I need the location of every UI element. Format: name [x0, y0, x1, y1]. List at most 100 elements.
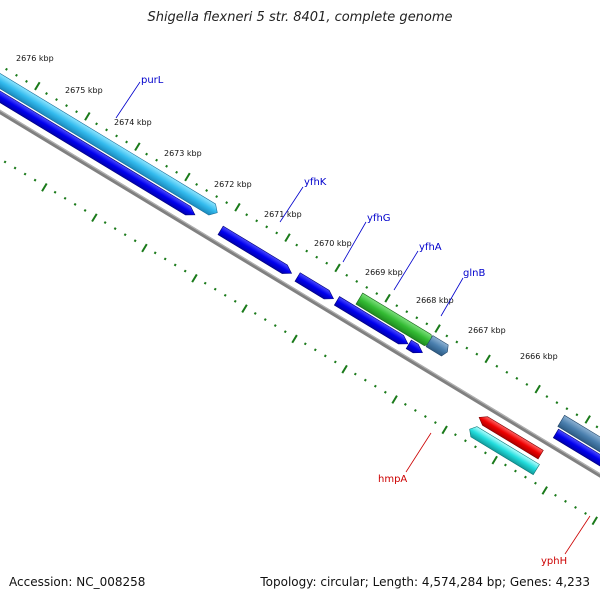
tick-minor: [83, 208, 87, 212]
tick-minor: [453, 433, 457, 437]
tick-minor: [195, 182, 199, 186]
gene-label-leaders: [115, 81, 591, 555]
tick-minor: [463, 439, 467, 443]
tick-minor: [13, 166, 17, 170]
tick-minor: [275, 231, 279, 235]
tick-minor: [375, 292, 379, 295]
tick-minor: [495, 364, 499, 368]
tick-minor: [125, 140, 128, 144]
tick-minor: [145, 152, 149, 156]
tick-minor: [265, 225, 269, 229]
tick-major: [41, 183, 48, 192]
tick-minor: [405, 310, 409, 314]
tick-minor: [115, 134, 118, 138]
map-title: Shigella flexneri 5 str. 8401, complete …: [147, 10, 453, 25]
tick-minor: [33, 178, 37, 182]
tick-minor: [403, 402, 407, 406]
gene-yfhG[interactable]: [294, 272, 336, 303]
tick-minor: [263, 318, 267, 321]
gene-yfhK[interactable]: [217, 225, 294, 278]
kbp-label: 2676 kbp: [16, 54, 54, 63]
tick-minor: [153, 251, 157, 255]
kbp-label: 2671 kbp: [264, 210, 302, 219]
kbp-label: 2670 kbp: [314, 239, 352, 248]
tick-minor: [105, 128, 108, 132]
tick-minor: [25, 79, 28, 83]
tick-major: [484, 354, 491, 364]
tick-minor: [415, 316, 419, 320]
kbp-label: 2674 kbp: [114, 118, 152, 127]
gene-labels: purL yfhK yfhG yfhA glnB hmpA yphH: [141, 75, 567, 567]
gene-label-hmpA[interactable]: hmpA: [378, 474, 407, 485]
tick-minor: [225, 201, 229, 205]
tick-minor: [213, 287, 217, 291]
tick-minor: [584, 512, 587, 515]
gene-label-yfhA[interactable]: yfhA: [419, 242, 442, 253]
kbp-label: 2672 kbp: [214, 180, 252, 189]
tick-minor: [155, 158, 159, 162]
tick-minor: [554, 493, 557, 497]
gene-blue-2666[interactable]: [552, 428, 600, 474]
tick-minor: [595, 425, 599, 429]
tick-minor: [455, 340, 459, 344]
tick-minor: [313, 348, 317, 352]
gene-label-yphH[interactable]: yphH: [541, 556, 567, 567]
tick-minor: [353, 372, 357, 376]
gene-hmpA-partner[interactable]: [477, 413, 544, 460]
tick-minor: [173, 263, 177, 267]
tick-major: [184, 172, 191, 182]
tick-major: [284, 233, 291, 242]
gene-purL[interactable]: [0, 73, 221, 218]
kbp-label: 2675 kbp: [65, 86, 103, 95]
tick-minor: [75, 110, 78, 114]
tick-row-inner: [3, 160, 598, 526]
tick-minor: [55, 98, 58, 102]
tick-major: [541, 486, 548, 495]
tick-minor: [565, 407, 569, 411]
tick-minor: [163, 257, 167, 261]
tick-major: [141, 243, 148, 253]
kbp-label: 2669 kbp: [365, 268, 403, 277]
tick-minor: [423, 415, 427, 418]
tick-major: [34, 81, 41, 91]
tick-minor: [545, 395, 549, 399]
kbp-label: 2673 kbp: [164, 149, 202, 158]
gene-purL-partner[interactable]: [0, 85, 198, 219]
tick-minor: [273, 324, 277, 328]
gene-label-yfhK[interactable]: yfhK: [304, 177, 327, 188]
tick-minor: [323, 354, 327, 358]
topology-text: Topology: circular; Length: 4,574,284 bp…: [260, 575, 590, 589]
tick-minor: [445, 334, 449, 338]
tick-minor: [205, 189, 209, 192]
tick-minor: [363, 378, 367, 382]
tick-major: [191, 273, 198, 283]
tick-minor: [73, 202, 77, 206]
tick-minor: [555, 401, 559, 405]
tick-minor: [345, 273, 349, 277]
gene-yfhA-partner[interactable]: [333, 296, 410, 349]
tick-minor: [63, 196, 67, 200]
kbp-label: 2668 kbp: [416, 296, 454, 305]
gene-hmpA[interactable]: [467, 424, 540, 476]
tick-minor: [295, 243, 299, 247]
gene-label-purL[interactable]: purL: [141, 75, 164, 86]
gene-glnB-partner[interactable]: [405, 339, 425, 357]
leader-purL: [115, 81, 141, 119]
gene-glnB[interactable]: [425, 335, 451, 358]
tick-minor: [574, 505, 577, 509]
tick-minor: [575, 413, 579, 417]
gene-label-glnB[interactable]: glnB: [463, 268, 485, 279]
tick-minor: [325, 261, 329, 265]
kbp-labels: 2676 kbp 2675 kbp 2674 kbp 2673 kbp 2672…: [16, 54, 558, 361]
tick-minor: [333, 360, 337, 364]
gene-steel-2666[interactable]: [557, 414, 600, 467]
tick-minor: [505, 370, 509, 374]
tick-minor: [355, 279, 359, 283]
tick-minor: [524, 475, 527, 479]
kbp-label: 2666 kbp: [520, 352, 558, 361]
tick-minor: [183, 269, 187, 273]
tick-minor: [514, 469, 517, 473]
gene-label-yfhG[interactable]: yfhG: [367, 213, 391, 224]
tick-minor: [133, 239, 137, 243]
